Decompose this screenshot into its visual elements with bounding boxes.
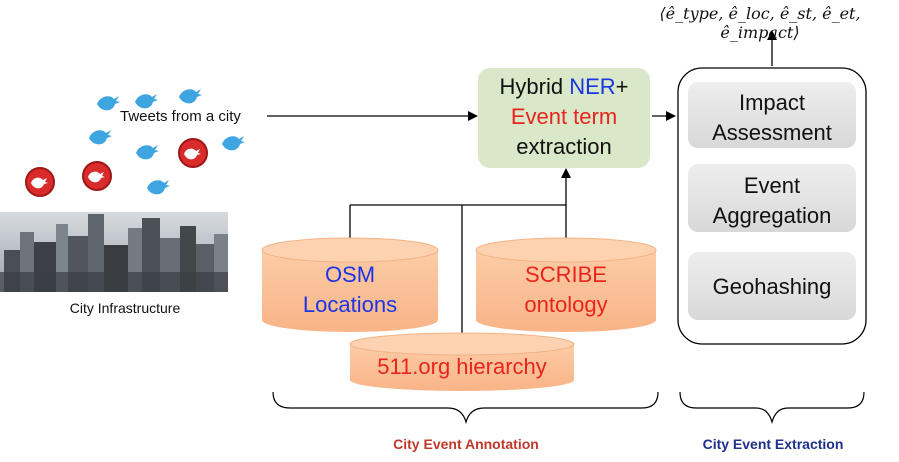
- twitter-bird-icon: [147, 180, 170, 195]
- ner-highlight: NER: [569, 74, 616, 99]
- red-twitter-badge-icon: [25, 167, 55, 197]
- red-twitter-badge-icon: [178, 138, 208, 168]
- scribe-label: SCRIBE ontology: [524, 262, 608, 317]
- org511-database: [349, 332, 575, 391]
- geohashing-box: [688, 252, 856, 320]
- red-twitter-badge-icon: [82, 161, 112, 191]
- annotation-label: City Event Annotation: [393, 436, 539, 452]
- impact-assessment-box: [688, 82, 856, 148]
- extraction-brace: [679, 391, 865, 425]
- event-aggregation-box: [688, 164, 856, 232]
- geohashing-label: Geohashing: [712, 274, 832, 299]
- annotation-brace: [272, 391, 659, 425]
- red-twitter-badges: [25, 138, 208, 197]
- extraction-label: City Event Extraction: [702, 436, 844, 452]
- ner-box-text: Hybrid NER+ Event term extraction: [478, 72, 650, 162]
- event-aggregation-label: Event Aggregation: [712, 173, 832, 228]
- twitter-bird-icon: [222, 136, 245, 151]
- output-tuple: ⟨ê_type, ê_loc, ê_st, ê_et, ê_impact⟩: [659, 4, 861, 42]
- scribe-database: [475, 237, 657, 332]
- ner-box: [478, 68, 650, 168]
- twitter-bird-icon: [136, 145, 159, 160]
- twitter-bird-icon: [97, 96, 120, 111]
- twitter-bird-icon: [179, 89, 202, 104]
- tweets-label: Tweets from a city: [120, 108, 241, 125]
- twitter-bird-icon: [135, 94, 158, 109]
- knowledge-connectors: [349, 168, 571, 334]
- ner-line1: Hybrid NER+: [499, 74, 629, 99]
- twitter-bird-icons: [89, 89, 245, 195]
- osm-label: OSM Locations: [302, 262, 398, 317]
- twitter-bird-icon: [89, 130, 112, 145]
- ner-line2: Event term: [510, 104, 618, 129]
- city-infrastructure-label: City Infrastructure: [69, 300, 181, 316]
- impact-assessment-label: Impact Assessment: [712, 90, 832, 145]
- org511-label: 511.org hierarchy: [377, 354, 547, 379]
- city-skyline-image: [0, 212, 228, 292]
- osm-database: [261, 237, 439, 332]
- ner-line3: extraction: [516, 134, 612, 159]
